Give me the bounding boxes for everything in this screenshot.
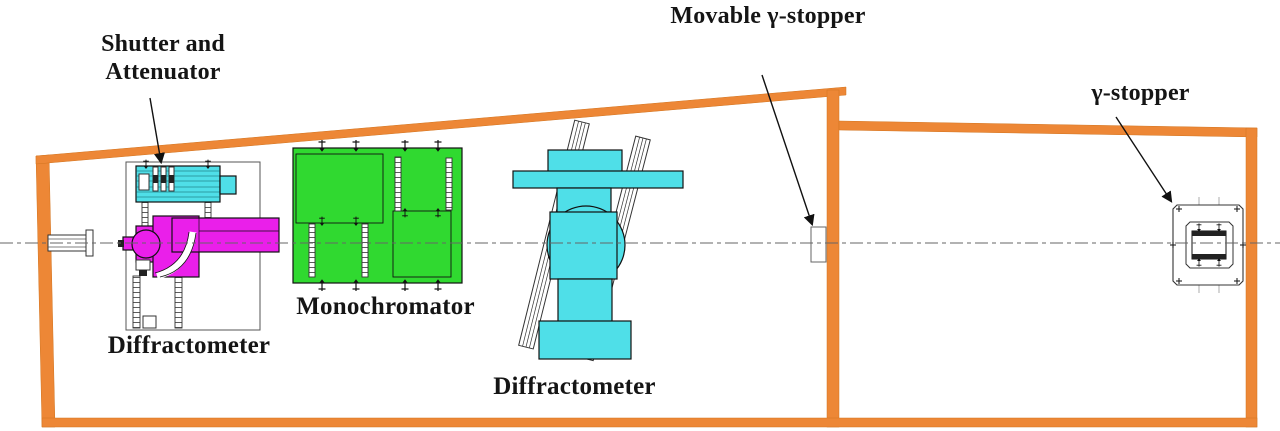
monochromator-drawing	[292, 139, 463, 292]
bottom-wall	[41, 417, 1258, 428]
shutter-attenuator-arrow	[149, 97, 166, 165]
diffractometer2-drawing	[512, 119, 684, 362]
shutter-attenuator-label-line1: Shutter and	[101, 31, 225, 57]
hutch-walls	[35, 86, 1258, 428]
diffractometer-first-label: Diffractometer	[107, 332, 271, 359]
first-hutch-roof-wall	[35, 86, 847, 165]
shutter-attenuator-label: Shutter and Attenuator	[68, 30, 258, 86]
gamma-stopper-drawing	[1169, 197, 1247, 293]
shutter-attenuator-label-line2: Attenuator	[105, 59, 221, 85]
gamma-stopper-label: γ-stopper	[1091, 80, 1190, 106]
diffractometer-second-label: Diffractometer	[493, 373, 656, 400]
monochromator-label: Monochromator	[296, 293, 475, 320]
left-wall	[35, 154, 56, 428]
gamma-stopper-arrow	[1115, 116, 1173, 203]
movable-gamma-stopper-label: Movable γ-stopper	[670, 3, 866, 29]
shutter-attenuator-drawing	[135, 159, 237, 227]
diffractometer1-drawing	[118, 215, 280, 329]
movable-gamma-stopper-drawing	[810, 226, 827, 263]
right-wall	[1245, 127, 1258, 428]
annotation-arrows	[149, 74, 1173, 227]
second-hutch-roof-wall	[838, 120, 1258, 138]
movable-gamma-stopper-arrow	[761, 74, 815, 227]
middle-wall	[826, 89, 840, 428]
